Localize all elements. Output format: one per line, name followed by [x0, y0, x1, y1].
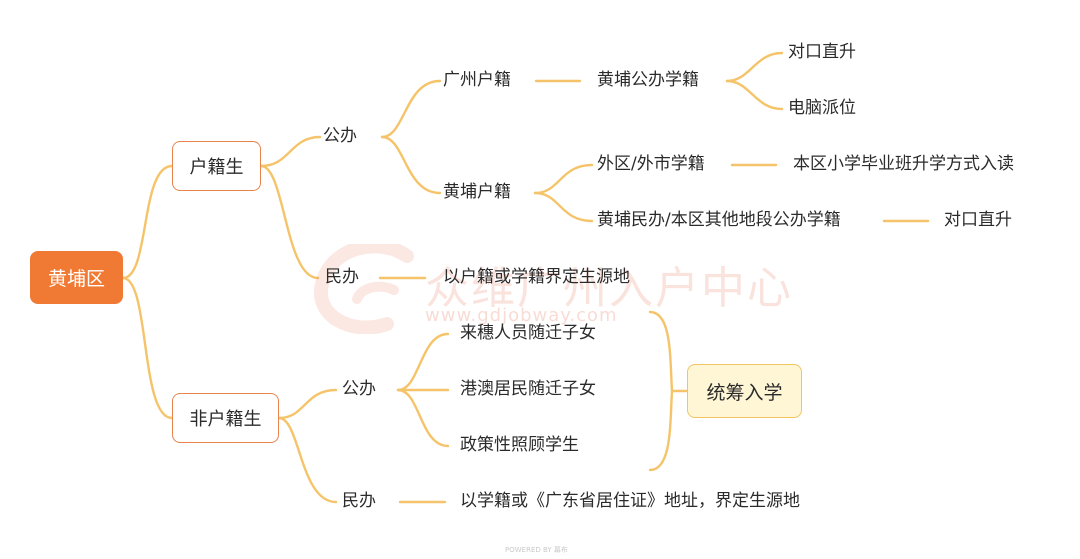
connector-root-feihuji — [121, 276, 174, 420]
connector-bracket — [648, 310, 674, 472]
node-guangzhou-huji[interactable]: 广州户籍 — [443, 70, 511, 90]
node-group-laisui[interactable]: 来穗人员随迁子女 — [460, 323, 596, 343]
node-duikou-zhisheng-2[interactable]: 对口直升 — [944, 210, 1012, 230]
node-hujisheng[interactable]: 户籍生 — [172, 141, 261, 191]
connector-feihuji-minban — [277, 416, 338, 504]
connector-huangpu-outside — [533, 163, 594, 195]
root-node[interactable]: 黄埔区 — [30, 251, 123, 304]
node-group-zhengce[interactable]: 政策性照顾学生 — [460, 435, 579, 455]
node-feihujisheng[interactable]: 非户籍生 — [172, 393, 279, 443]
connector-huangpu-local — [533, 191, 594, 223]
connector-huji-gongban — [259, 135, 322, 168]
connector-gongban-group-3 — [396, 388, 450, 448]
node-tongchou-ruxue[interactable]: 统筹入学 — [687, 364, 802, 418]
node-waiqu-xueji[interactable]: 外区/外市学籍 — [597, 154, 705, 174]
watermark-url: www.gdjobway.com — [425, 305, 618, 326]
node-benqu-shengxue[interactable]: 本区小学毕业班升学方式入读 — [793, 154, 1014, 174]
connector-huji-minban — [259, 164, 320, 280]
node-duikou-zhisheng[interactable]: 对口直升 — [788, 42, 856, 62]
node-huangpu-gongban-xueji[interactable]: 黄埔公办学籍 — [597, 70, 699, 90]
connector-feihuji-gongban — [277, 388, 338, 420]
node-feihuji-minban[interactable]: 民办 — [342, 491, 376, 511]
connector-gongban-guangzhou — [380, 79, 442, 139]
node-group-gangao[interactable]: 港澳居民随迁子女 — [460, 379, 596, 399]
node-feihuji-minban-rule[interactable]: 以学籍或《广东省居住证》地址，界定生源地 — [460, 491, 800, 511]
connector-gongban-group-1 — [396, 332, 450, 392]
footer-credit: POWERED BY 幕布 — [505, 546, 568, 554]
connector-school-duikou — [725, 51, 784, 83]
node-huji-gongban[interactable]: 公办 — [323, 126, 357, 146]
node-huangpu-huji[interactable]: 黄埔户籍 — [443, 182, 511, 202]
node-feihuji-gongban[interactable]: 公办 — [342, 379, 376, 399]
node-diannao-paiwei[interactable]: 电脑派位 — [788, 98, 856, 118]
node-huangpu-minban-xueji[interactable]: 黄埔民办/本区其他地段公办学籍 — [597, 210, 841, 230]
connector-gongban-huangpu — [380, 135, 442, 195]
watermark-text: 众维广州入户中心 — [425, 263, 793, 314]
node-huji-minban[interactable]: 民办 — [325, 267, 359, 287]
node-huji-minban-rule[interactable]: 以户籍或学籍界定生源地 — [443, 267, 630, 287]
connector-root-huji — [121, 164, 174, 280]
connector-school-diannao — [725, 79, 784, 111]
